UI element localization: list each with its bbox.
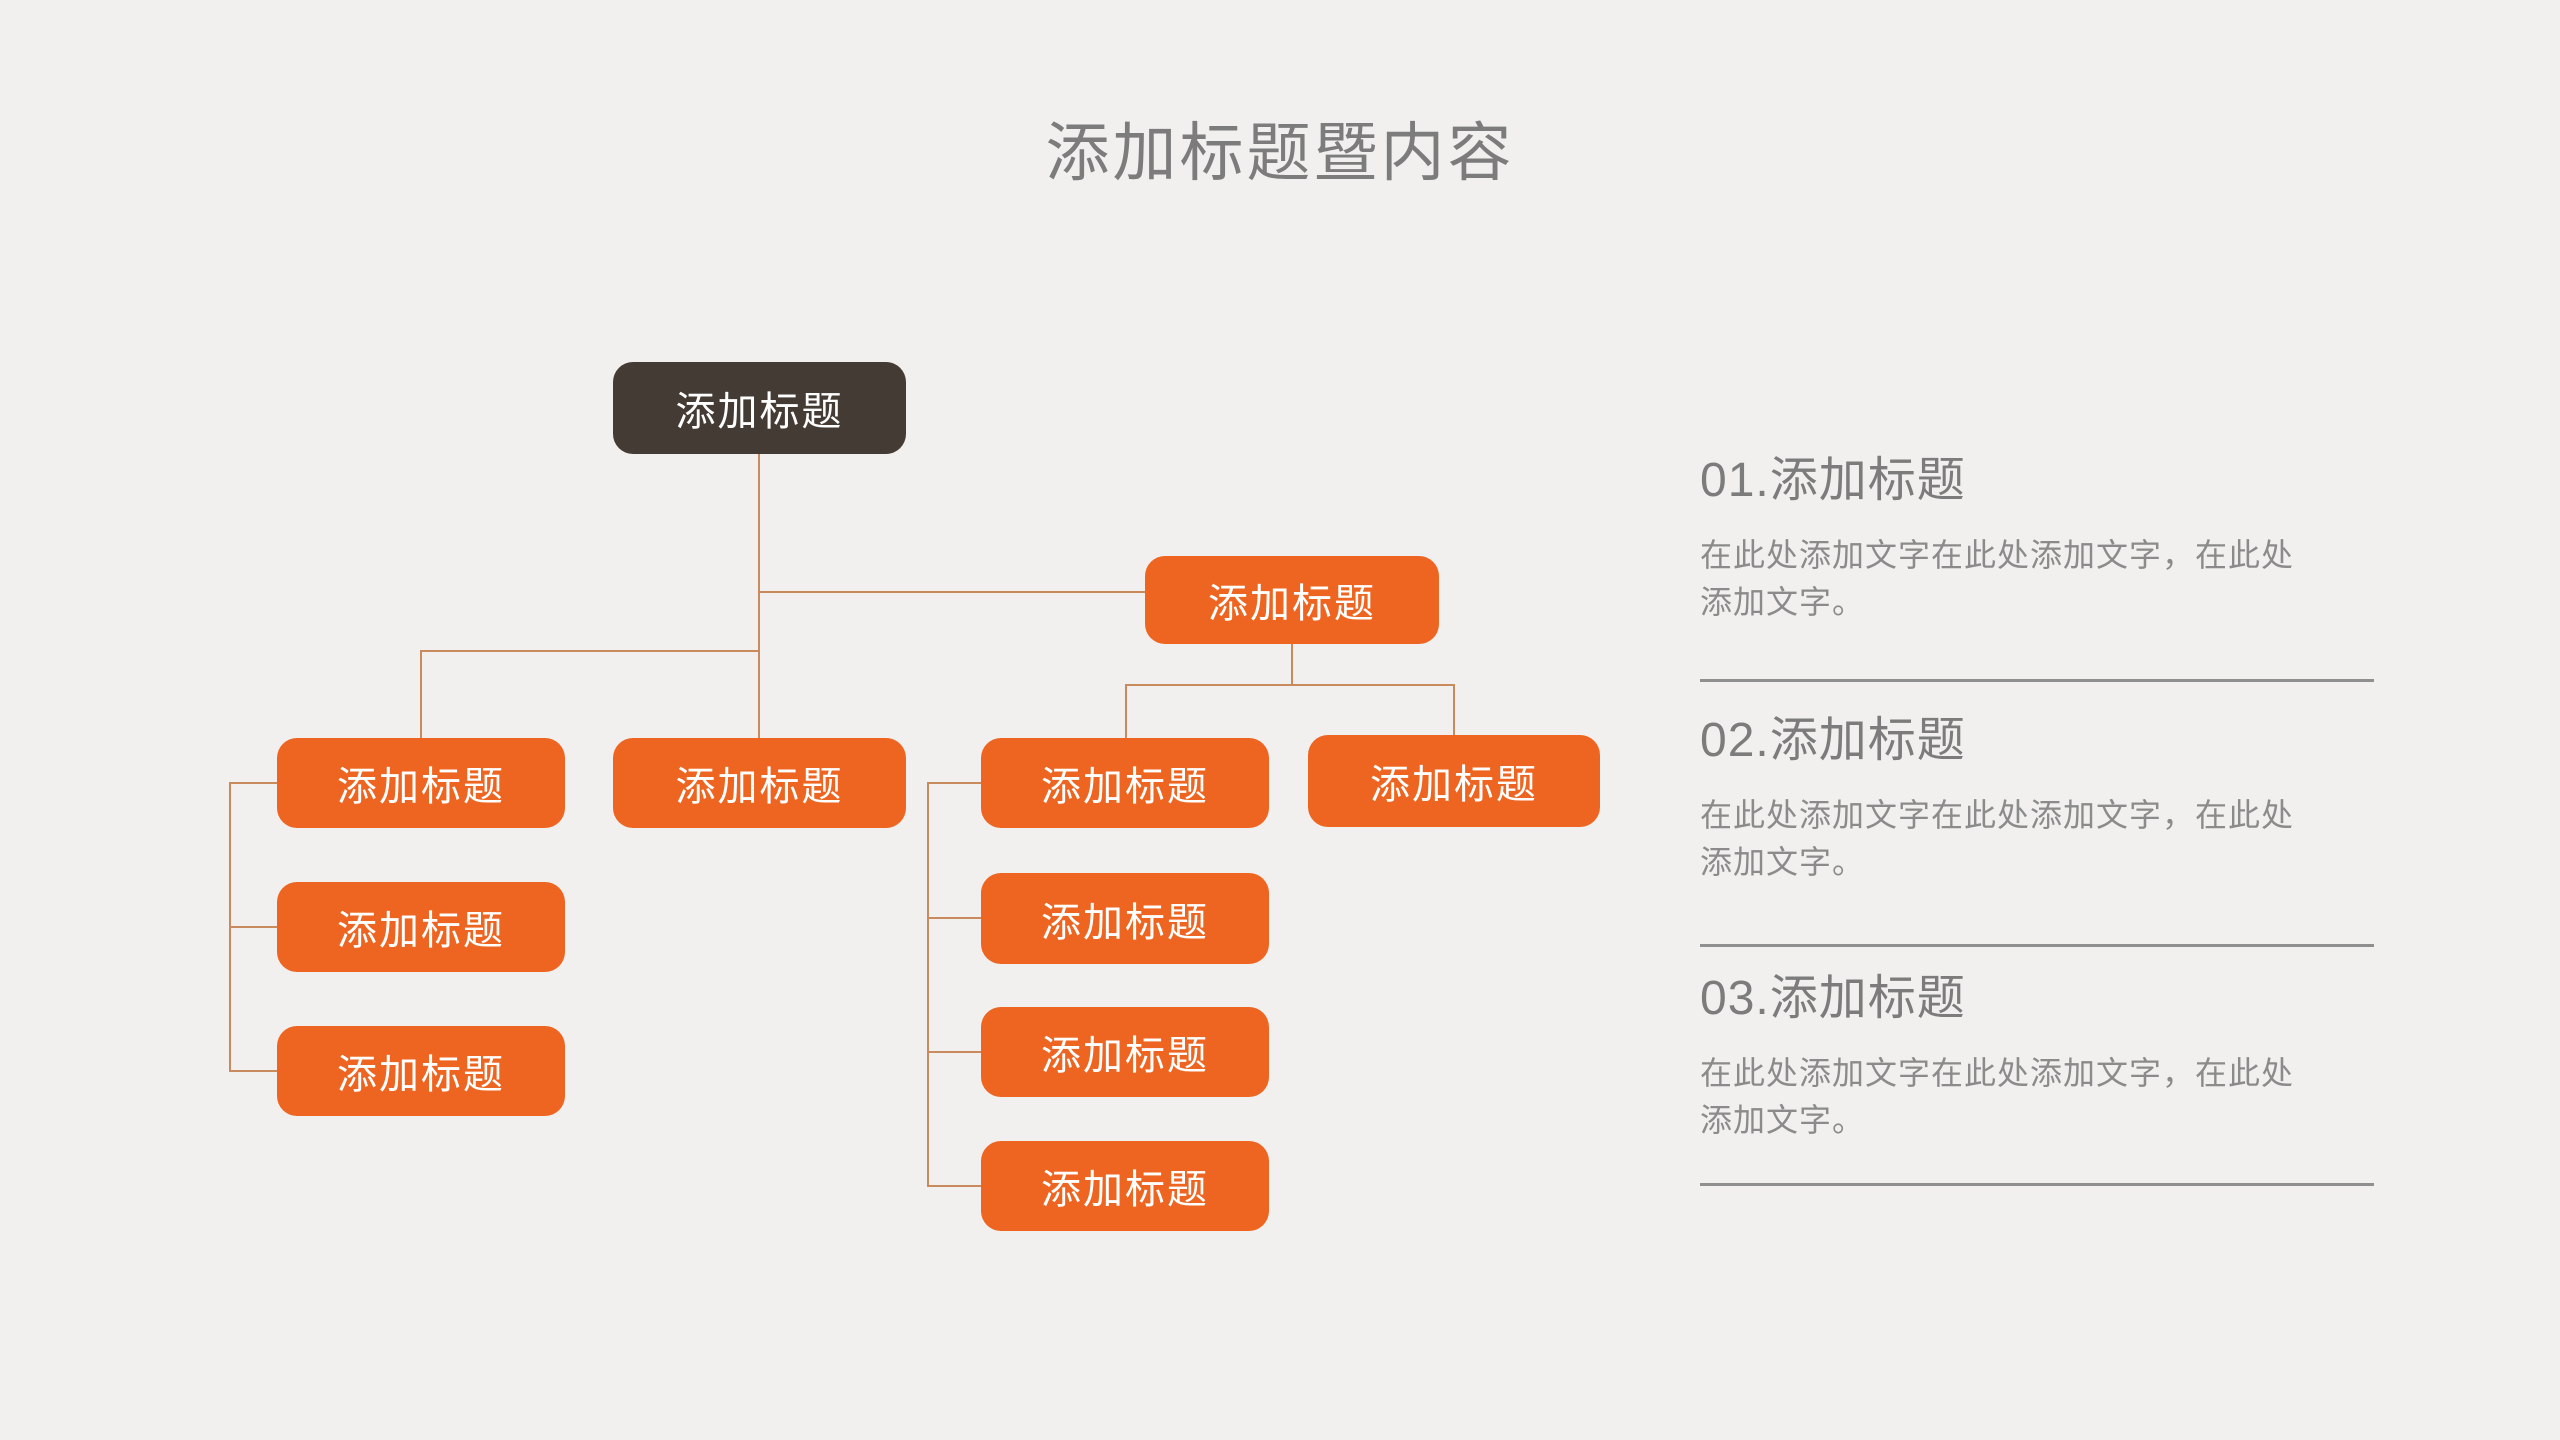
org-node-label: 添加标题 — [337, 909, 505, 953]
section-03-divider — [1700, 1183, 2374, 1186]
section-02-heading[interactable]: 02.添加标题 — [1700, 714, 1966, 767]
section-03-body-line-1: 在此处添加文字在此处添加文字，在此处 — [1700, 1054, 2295, 1091]
section-03-body-line-2: 添加文字。 — [1700, 1101, 1866, 1138]
connector-drop-right-2 — [1453, 684, 1455, 736]
connector-stub-left-2 — [229, 926, 277, 928]
org-node-label: 添加标题 — [1041, 1168, 1209, 1212]
org-node-right-sub-2[interactable]: 添加标题 — [981, 1007, 1269, 1097]
org-node-label: 添加标题 — [675, 765, 844, 809]
connector-drop-right-1 — [1125, 684, 1127, 739]
connector-root-trunk — [758, 454, 760, 739]
org-node-right-1[interactable]: 添加标题 — [981, 738, 1269, 828]
org-node-right-2[interactable]: 添加标题 — [1308, 735, 1600, 827]
connector-stub-right-1 — [927, 782, 981, 784]
connector-stub-left-1 — [229, 782, 277, 784]
section-03-heading[interactable]: 03.添加标题 — [1700, 972, 1966, 1025]
connector-stub-right-sub-3 — [927, 1185, 981, 1187]
section-01-body[interactable]: 在此处添加文字在此处添加文字，在此处 添加文字。 — [1700, 532, 2380, 626]
section-03-body[interactable]: 在此处添加文字在此处添加文字，在此处 添加文字。 — [1700, 1050, 2380, 1144]
org-node-label: 添加标题 — [1370, 763, 1538, 807]
section-02-divider — [1700, 944, 2374, 947]
org-node-right-sub-1[interactable]: 添加标题 — [981, 873, 1269, 964]
slide-title[interactable]: 添加标题暨内容 — [1045, 117, 1515, 189]
connector-stub-right-sub-1 — [927, 917, 981, 919]
org-node-label: 添加标题 — [1208, 582, 1376, 626]
connector-branch-right-drop — [1291, 644, 1293, 685]
connector-stub-right-sub-2 — [927, 1051, 981, 1053]
org-node-label: 添加标题 — [1041, 900, 1209, 945]
org-node-label: 添加标题 — [337, 1053, 505, 1097]
org-node-left-2[interactable]: 添加标题 — [277, 882, 565, 972]
org-node-label: 添加标题 — [337, 765, 505, 809]
connector-branch-right-bracket — [1125, 684, 1455, 686]
org-node-branch-right[interactable]: 添加标题 — [1145, 556, 1439, 644]
connector-left-branch-drop — [420, 650, 422, 739]
section-01-heading[interactable]: 01.添加标题 — [1700, 454, 1966, 507]
org-node-root[interactable]: 添加标题 — [613, 362, 906, 454]
section-01-body-line-2: 添加文字。 — [1700, 583, 1866, 620]
section-01: 01.添加标题 在此处添加文字在此处添加文字，在此处 添加文字。 — [1700, 452, 2380, 626]
section-02-body[interactable]: 在此处添加文字在此处添加文字，在此处 添加文字。 — [1700, 792, 2380, 886]
org-node-root-label: 添加标题 — [675, 390, 844, 434]
org-node-left-3[interactable]: 添加标题 — [277, 1026, 565, 1116]
org-node-center[interactable]: 添加标题 — [613, 738, 906, 828]
section-01-body-line-1: 在此处添加文字在此处添加文字，在此处 — [1700, 536, 2295, 573]
connector-root-to-branch-right — [758, 591, 1146, 593]
org-node-label: 添加标题 — [1041, 1034, 1209, 1078]
org-node-label: 添加标题 — [1041, 765, 1209, 809]
section-01-divider — [1700, 679, 2374, 682]
section-02-body-line-1: 在此处添加文字在此处添加文字，在此处 — [1700, 796, 2295, 833]
org-node-right-sub-3[interactable]: 添加标题 — [981, 1141, 1269, 1231]
section-02: 02.添加标题 在此处添加文字在此处添加文字，在此处 添加文字。 — [1700, 712, 2380, 886]
connector-root-to-left-branch — [420, 650, 760, 652]
section-02-body-line-2: 添加文字。 — [1700, 843, 1866, 880]
org-node-left-1[interactable]: 添加标题 — [277, 738, 565, 828]
connector-stub-left-3 — [229, 1070, 277, 1072]
section-03: 03.添加标题 在此处添加文字在此处添加文字，在此处 添加文字。 — [1700, 970, 2380, 1144]
connector-right-bracket — [927, 782, 929, 1187]
